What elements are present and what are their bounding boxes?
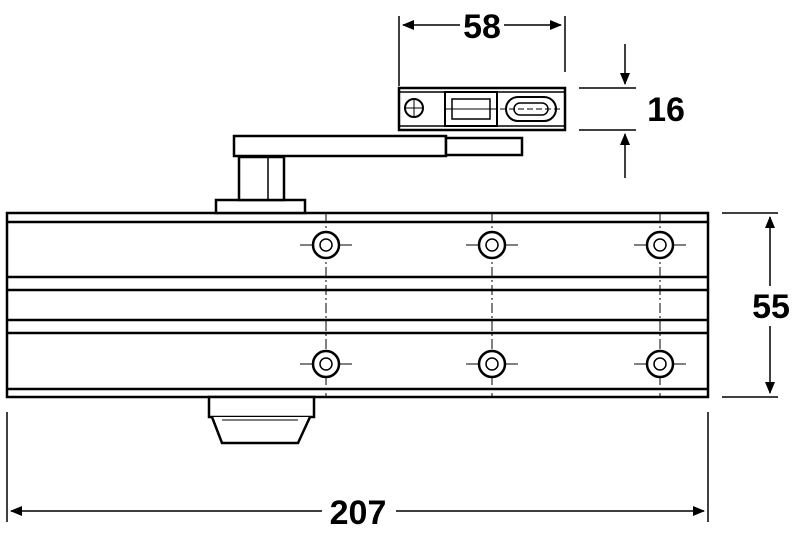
dimension-207 [6, 412, 709, 522]
dimension-16 [579, 44, 636, 178]
mounting-hole [634, 349, 686, 379]
mounting-hole [466, 349, 518, 379]
spindle [214, 155, 307, 215]
closer-body [5, 211, 710, 399]
dimension-label-207: 207 [330, 494, 387, 532]
arm-shoe-bracket [397, 86, 567, 132]
dimension-label-58: 58 [463, 8, 501, 46]
mounting-hole [300, 349, 352, 379]
closer-arm [232, 134, 524, 158]
dimension-55 [722, 212, 778, 398]
valve-housing [207, 395, 316, 445]
dimension-58 [398, 16, 566, 86]
mounting-holes [300, 213, 686, 397]
dimension-label-55: 55 [752, 288, 790, 326]
dimension-label-16: 16 [647, 91, 685, 129]
